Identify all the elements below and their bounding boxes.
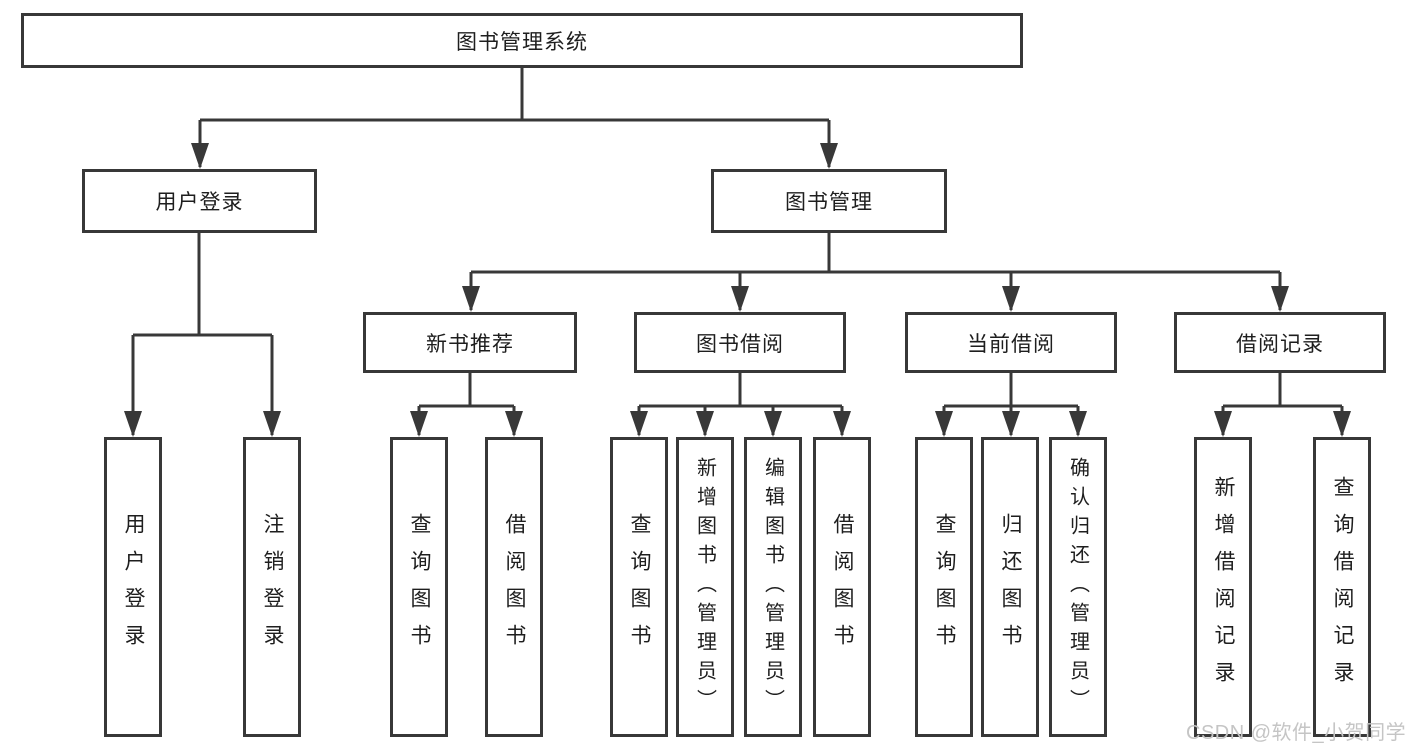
leaf-query-borrow-record: 查询借阅记录 bbox=[1313, 437, 1371, 737]
leaf-user-login: 用户登录 bbox=[104, 437, 162, 737]
leaf-query-book: 查询图书 bbox=[390, 437, 448, 737]
node-current-borrow: 当前借阅 bbox=[905, 312, 1117, 373]
csdn-watermark: CSDN @软件_小贺同学 bbox=[1186, 722, 1405, 744]
connector-new-book-split bbox=[419, 373, 514, 408]
leaf-add-book-admin: 新增图书（管理员） bbox=[676, 437, 734, 737]
connector-root-split bbox=[200, 68, 829, 122]
connector-book-borrow-split bbox=[639, 373, 842, 408]
connector-user-login-split bbox=[133, 233, 272, 337]
leaf-query-book: 查询图书 bbox=[610, 437, 668, 737]
leaf-borrow-book: 借阅图书 bbox=[485, 437, 543, 737]
node-book-borrow: 图书借阅 bbox=[634, 312, 846, 373]
leaf-confirm-return-admin: 确认归还（管理员） bbox=[1049, 437, 1107, 737]
node-borrow-record: 借阅记录 bbox=[1174, 312, 1386, 373]
leaf-edit-book-admin: 编辑图书（管理员） bbox=[744, 437, 802, 737]
node-root-title: 图书管理系统 bbox=[21, 13, 1023, 68]
connector-book-mgmt-split bbox=[471, 233, 1280, 274]
node-book-management: 图书管理 bbox=[711, 169, 947, 233]
node-new-book-recommend: 新书推荐 bbox=[363, 312, 577, 373]
connector-current-borrow-split bbox=[944, 373, 1078, 408]
leaf-logout: 注销登录 bbox=[243, 437, 301, 737]
leaf-borrow-book: 借阅图书 bbox=[813, 437, 871, 737]
connector-borrow-record-split bbox=[1223, 373, 1342, 408]
leaf-add-borrow-record: 新增借阅记录 bbox=[1194, 437, 1252, 737]
node-user-login: 用户登录 bbox=[82, 169, 317, 233]
leaf-query-book: 查询图书 bbox=[915, 437, 973, 737]
leaf-return-book: 归还图书 bbox=[981, 437, 1039, 737]
